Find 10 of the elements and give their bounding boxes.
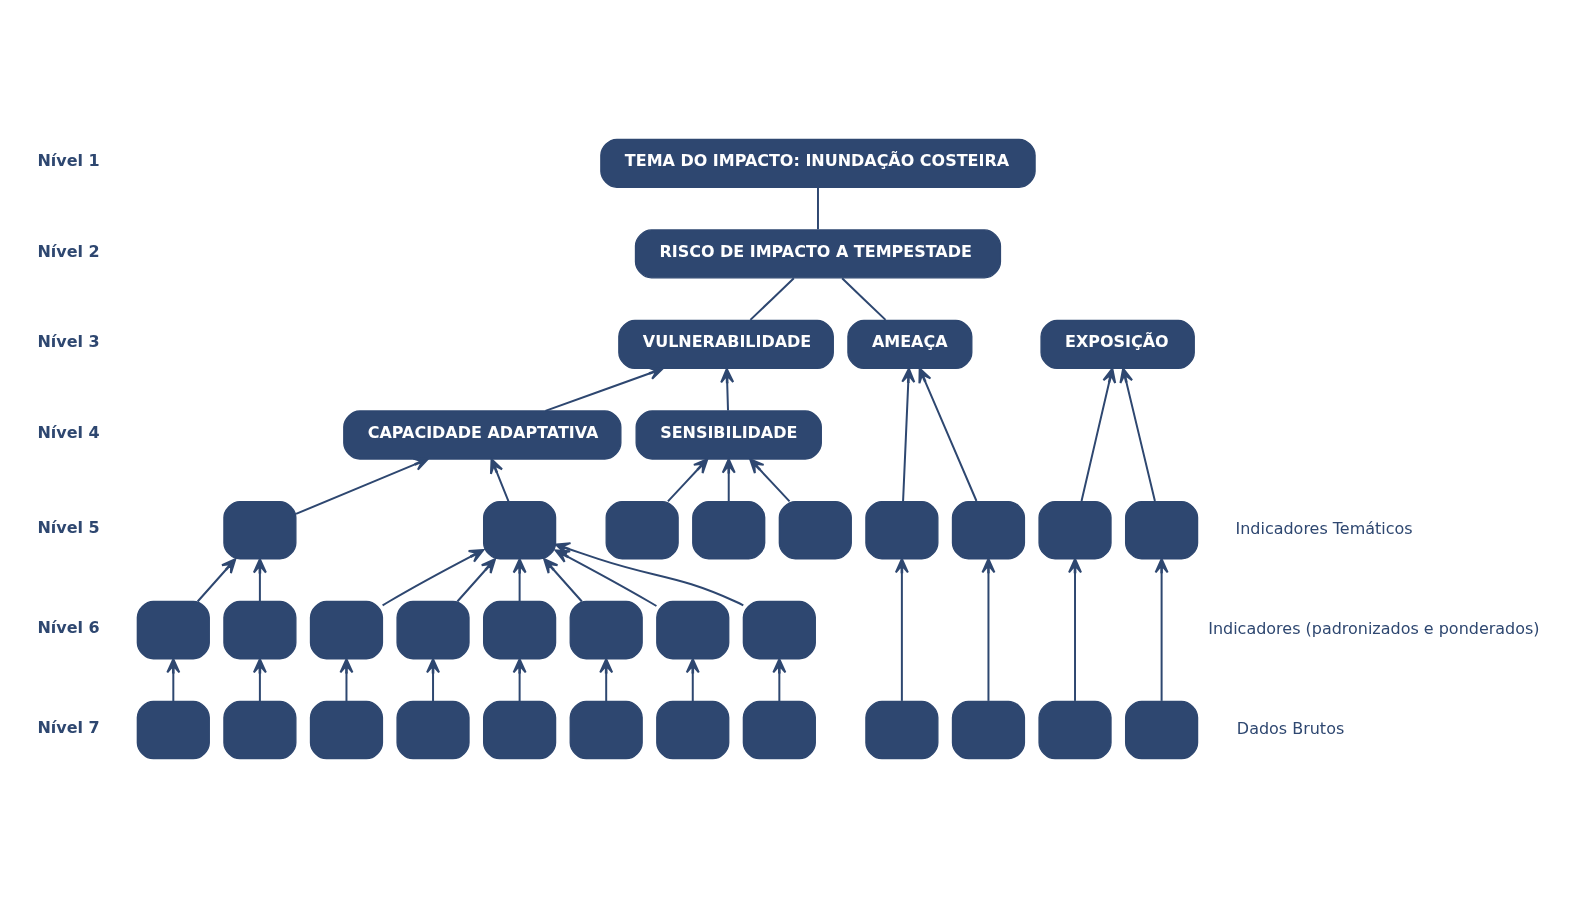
label: Nível 3 bbox=[37, 331, 100, 351]
label: Nível 7 bbox=[37, 717, 100, 737]
label: Nível 1 bbox=[37, 150, 100, 170]
label: Indicadores (padronizados e ponderados) bbox=[1208, 618, 1540, 638]
label: Nível 6 bbox=[37, 617, 100, 637]
label: Nível 5 bbox=[37, 517, 100, 537]
label: Nível 2 bbox=[37, 241, 100, 261]
label: Dados Brutos bbox=[1236, 718, 1345, 738]
label: Nível 4 bbox=[37, 422, 100, 442]
label: Indicadores Temáticos bbox=[1235, 518, 1413, 538]
